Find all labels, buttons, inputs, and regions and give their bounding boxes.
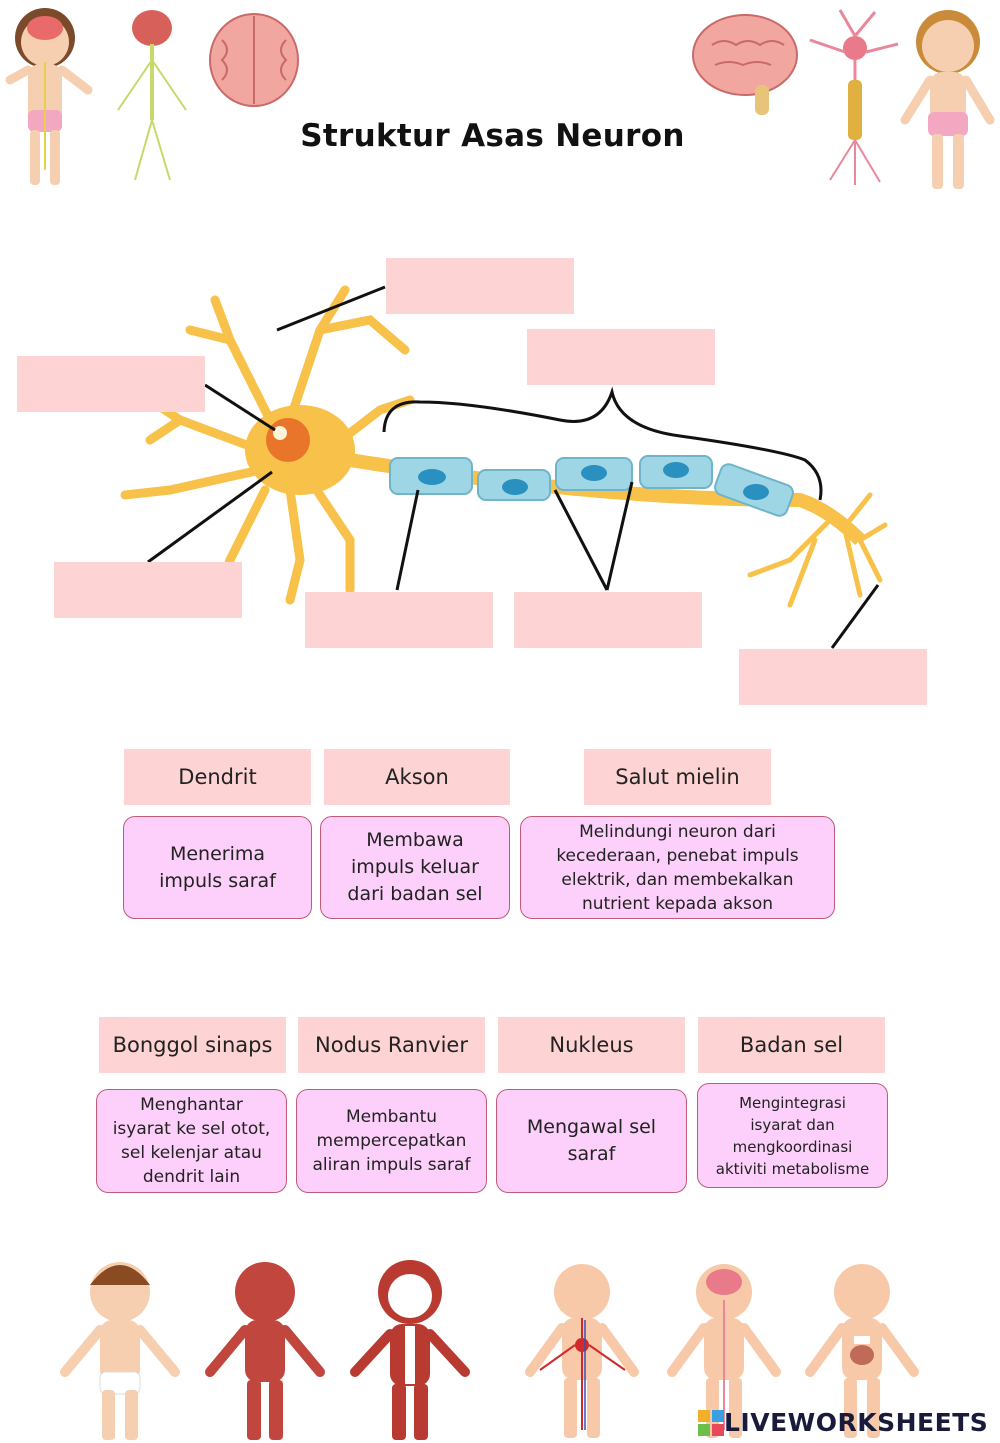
desc-line: dari badan sel [347, 883, 483, 905]
answer-box-axon-brace[interactable] [527, 329, 715, 385]
desc-line: Mengawal sel [526, 1116, 657, 1138]
answer-box-bottom-right[interactable] [739, 649, 927, 705]
answer-box-bottom-middle[interactable] [514, 592, 702, 648]
desc-line: mengkoordinasi [732, 1137, 853, 1156]
desc-line: mempercepatkan [316, 1131, 467, 1151]
desc-line: Membantu [345, 1107, 438, 1127]
desc-card-badan-sel: Mengintegrasi isyarat dan mengkoordinasi ak… [697, 1083, 888, 1188]
desc-line: isyarat dan [750, 1115, 835, 1134]
word-card-dendrit[interactable]: Dendrit [124, 749, 311, 805]
answer-box-bottom-left[interactable] [305, 592, 493, 648]
desc-line: elektrik, dan membekalkan [561, 869, 794, 890]
word-card-bonggol-sinaps[interactable]: Bonggol sinaps [99, 1017, 286, 1073]
dendrites-shape [120, 285, 415, 605]
circulatory-figure-icon [525, 1264, 639, 1438]
desc-line: impuls saraf [159, 869, 276, 892]
desc-card-salut-mielin: Melindungi neuron dari kecederaan, peneba… [520, 816, 835, 919]
desc-card-dendrit: Menerima impuls saraf [123, 816, 312, 919]
boy-figure-icon [60, 1262, 180, 1440]
desc-line: kecederaan, penebat impuls [556, 845, 799, 866]
nucleus-shape [266, 418, 310, 462]
word-card-salut-mielin[interactable]: Salut mielin [584, 749, 771, 805]
neuron-diagram [120, 285, 888, 649]
axon-brace-line [382, 386, 823, 501]
word-card-nukleus[interactable]: Nukleus [498, 1017, 685, 1073]
brand-name: LIVEWORKSHEETS [724, 1408, 989, 1437]
desc-line: aliran impuls saraf [312, 1155, 471, 1175]
brain-top-icon [209, 13, 299, 107]
child-girl-icon [900, 10, 995, 189]
digestive-figure-icon [805, 1264, 919, 1438]
nervous-system-figure-icon [117, 10, 187, 181]
desc-line: dendrit lain [142, 1167, 241, 1187]
answer-box-left-upper[interactable] [17, 356, 205, 412]
desc-line: aktiviti metabolisme [715, 1159, 870, 1178]
brain-side-icon [692, 14, 798, 115]
page-title: Struktur Asas Neuron [300, 118, 685, 154]
muscle-figure-icon [205, 1262, 325, 1440]
desc-card-akson: Membawa impuls keluar dari badan sel [320, 816, 510, 919]
word-card-badan-sel[interactable]: Badan sel [698, 1017, 885, 1073]
myelin-sheath-shape [389, 455, 794, 517]
word-card-nodus-ranvier[interactable]: Nodus Ranvier [298, 1017, 485, 1073]
desc-line: saraf [567, 1143, 616, 1165]
neuron-small-icon [809, 9, 899, 185]
desc-line: Membawa [366, 829, 464, 851]
liveworksheets-badge-icon [698, 1409, 724, 1436]
desc-card-nodus-ranvier: Membantu mempercepatkan aliran impuls sara… [296, 1089, 487, 1193]
desc-card-nukleus: Mengawal sel saraf [496, 1089, 687, 1193]
desc-line: Menghantar [140, 1095, 243, 1115]
desc-line: Mengintegrasi [739, 1093, 846, 1112]
child-nervous-system-icon [5, 8, 93, 185]
synaptic-terminal-shape [747, 492, 888, 608]
desc-line: sel kelenjar atau [121, 1143, 262, 1163]
desc-line: Menerima [169, 842, 266, 865]
word-card-akson[interactable]: Akson [324, 749, 510, 805]
answer-box-top[interactable] [386, 258, 574, 314]
desc-line: isyarat ke sel otot, [112, 1119, 271, 1139]
leader-lines [147, 285, 880, 649]
body-figures-row [60, 1260, 919, 1440]
desc-card-bonggol-sinaps: Menghantar isyarat ke sel otot, sel kelenj… [96, 1089, 287, 1193]
desc-line: Melindungi neuron dari [579, 821, 776, 842]
nervous-figure-icon [667, 1264, 781, 1438]
skeleton-figure-icon [350, 1260, 470, 1440]
desc-line: impuls keluar [351, 856, 479, 878]
desc-line: nutrient kepada akson [581, 893, 774, 914]
answer-box-left-lower[interactable] [54, 562, 242, 618]
liveworksheets-logo: LIVEWORKSHEETS [698, 1408, 988, 1437]
